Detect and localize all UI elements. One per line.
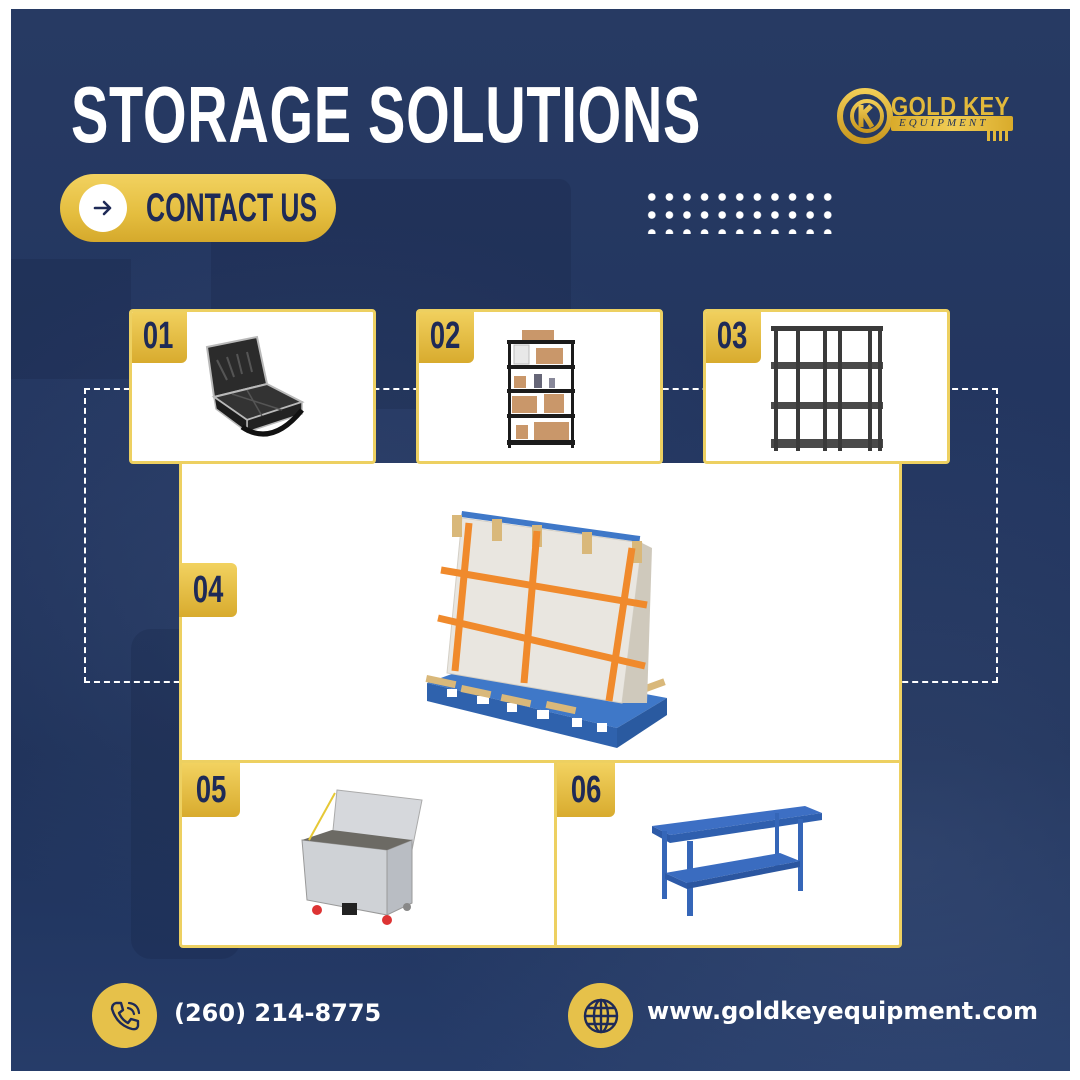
phone-icon (110, 1001, 140, 1030)
phone-number[interactable]: (260) 214-8775 (174, 999, 382, 1027)
tool-case-image (205, 335, 305, 437)
globe-icon-circle[interactable] (568, 983, 633, 1048)
decorative-dot-grid (643, 188, 833, 234)
product-card-06[interactable]: 06 (557, 763, 902, 945)
contact-arrow-circle (79, 184, 127, 232)
product-card-01[interactable]: 01 (129, 309, 376, 464)
product-card-02[interactable]: 02 (416, 309, 663, 464)
card-divider (554, 763, 557, 945)
website-url[interactable]: www.goldkeyequipment.com (647, 997, 1039, 1025)
poster-canvas: STORAGE SOLUTIONS GOLD KEY EQUIPMENT CON… (11, 9, 1070, 1071)
page-title: STORAGE SOLUTIONS (71, 70, 702, 159)
contact-us-button[interactable]: CONTACT US (60, 174, 336, 242)
product-number-badge: 02 (419, 312, 474, 363)
job-box-image (301, 789, 423, 925)
workbench-image (652, 806, 822, 916)
product-number-badge: 03 (706, 312, 761, 363)
product-card-05[interactable]: 05 (182, 763, 554, 945)
globe-icon (583, 998, 618, 1033)
product-number-badge: 01 (132, 312, 187, 363)
background-crates (11, 259, 131, 379)
gold-key-logo[interactable]: GOLD KEY EQUIPMENT (837, 87, 1019, 147)
product-number-badge: 04 (179, 563, 237, 617)
plastic-shelving-image (771, 326, 883, 451)
steel-shelving-image (507, 330, 575, 448)
logo-key-shaft (891, 116, 1013, 131)
phone-icon-circle[interactable] (92, 983, 157, 1048)
a-frame-panel-cart-image (425, 511, 667, 748)
product-card-04[interactable]: 04 (179, 463, 902, 761)
logo-key-teeth (987, 131, 1009, 141)
logo-tagline: EQUIPMENT (899, 117, 989, 129)
contact-us-label: CONTACT US (146, 186, 318, 230)
arrow-right-icon (93, 200, 112, 216)
product-row-bottom: 05 06 (179, 760, 902, 948)
product-number-badge: 06 (557, 763, 615, 817)
key-icon (837, 88, 893, 144)
product-number-badge: 05 (182, 763, 240, 817)
product-card-03[interactable]: 03 (703, 309, 950, 464)
